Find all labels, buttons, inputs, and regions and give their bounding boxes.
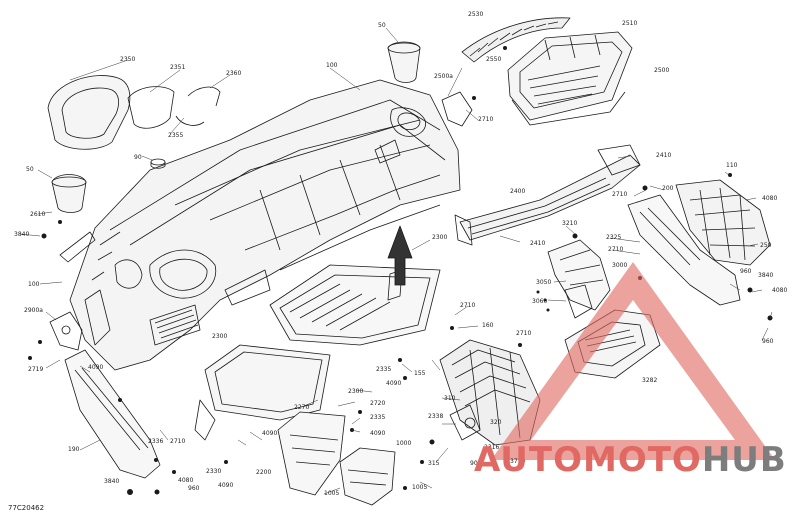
bracket-2500a <box>441 91 473 127</box>
callout-200: 200 <box>662 185 674 192</box>
watermark-auto: AUTO <box>474 440 583 480</box>
callout-100-top: 100 <box>326 62 338 69</box>
callout-4080-lower-right: 4080 <box>772 287 788 294</box>
left-side-panel <box>64 349 161 479</box>
front-cover <box>277 411 346 496</box>
callout-110: 110 <box>726 162 738 169</box>
callout-310: 310 <box>444 395 456 402</box>
storage-bin <box>339 447 396 506</box>
callout-2710-mid: 2710 <box>608 246 624 253</box>
callout-2300-top: 2300 <box>432 234 448 241</box>
callout-3210: 3210 <box>562 220 578 227</box>
callout-2335-mid: 2335 <box>376 366 392 373</box>
callout-2400: 2400 <box>510 188 526 195</box>
callout-3840-left: 3840 <box>14 231 30 238</box>
callout-1000: 1000 <box>396 440 412 447</box>
callout-2720: 2720 <box>370 400 386 407</box>
callout-2710-top: 2710 <box>478 116 494 123</box>
callout-2710-right: 2710 <box>612 191 628 198</box>
leader-lines <box>19 27 773 495</box>
callout-2336: 2336 <box>148 438 164 445</box>
callout-960-bottom: 960 <box>188 485 200 492</box>
callout-2338: 2338 <box>428 413 444 420</box>
callout-2360: 2360 <box>226 70 242 77</box>
lower-tray <box>269 225 441 346</box>
callout-90: 90 <box>134 154 142 161</box>
callout-2410-mid: 2410 <box>530 240 546 247</box>
callout-315: 315 <box>428 460 440 467</box>
callout-2300-left: 2300 <box>212 333 228 340</box>
callout-190: 190 <box>68 446 80 453</box>
callout-2610: 2610 <box>30 211 46 218</box>
callout-3710: 3710 <box>510 458 526 465</box>
callout-2351: 2351 <box>170 64 186 71</box>
callout-2200: 2200 <box>256 469 272 476</box>
lower-center-tray <box>194 344 331 441</box>
callout-2500a: 2500a <box>434 73 453 80</box>
gauge-bezel <box>47 75 221 150</box>
fasteners <box>28 46 773 495</box>
callout-3840-right: 3840 <box>758 272 774 279</box>
callout-50-left: 50 <box>26 166 34 173</box>
callout-100-left: 100 <box>28 281 40 288</box>
callout-3000: 3000 <box>612 262 628 269</box>
cap <box>150 158 166 169</box>
callout-2330: 2330 <box>206 468 222 475</box>
document-id: 77C20462 <box>8 504 45 512</box>
callout-155: 155 <box>414 370 426 377</box>
callout-1005-right: 1005 <box>412 484 428 491</box>
callout-2530: 2530 <box>468 11 484 18</box>
callout-960-right: 960 <box>740 268 752 275</box>
callout-4090-cover: 4090 <box>262 430 278 437</box>
callout-2550: 2550 <box>486 56 502 63</box>
watermark-hub: HUB <box>701 440 787 480</box>
callout-2710-left: 2710 <box>170 438 186 445</box>
upper-console <box>461 17 633 126</box>
callout-2710-center: 2710 <box>460 302 476 309</box>
callout-50-top: 50 <box>378 22 386 29</box>
callout-2270: 2270 <box>294 404 310 411</box>
cup-holders <box>51 41 421 213</box>
callout-160: 160 <box>482 322 494 329</box>
callout-4080-bottom: 4080 <box>178 477 194 484</box>
right-side-panel <box>627 179 771 306</box>
callout-1005-left: 1005 <box>324 490 340 497</box>
bracket-3000 <box>547 239 611 319</box>
callout-4090-mid: 4090 <box>386 380 402 387</box>
watermark-triangle <box>491 262 775 460</box>
callout-4090-lower: 4090 <box>370 430 386 437</box>
callout-3050: 3050 <box>536 279 552 286</box>
watermark-moto: MOTO <box>582 440 702 480</box>
callout-2325: 2325 <box>606 234 622 241</box>
callout-3282: 3282 <box>642 377 658 384</box>
callout-3840-bottom: 3840 <box>104 478 120 485</box>
callout-2500: 2500 <box>654 67 670 74</box>
callout-4090-left: 4090 <box>88 364 104 371</box>
callout-4090-bottom: 4090 <box>218 482 234 489</box>
callout-2900a: 2900a <box>24 307 43 314</box>
callout-2350: 2350 <box>120 56 136 63</box>
callout-320: 320 <box>490 419 502 426</box>
callout-960-lower-right: 960 <box>762 338 774 345</box>
callout-900: 900 <box>470 460 482 467</box>
callout-250: 250 <box>760 242 772 249</box>
callout-2510: 2510 <box>622 20 638 27</box>
callout-4080-right: 4080 <box>762 195 778 202</box>
dashboard-body <box>59 79 461 371</box>
watermark-text: AUTOMOTOHUB <box>474 440 787 480</box>
callout-2355: 2355 <box>168 132 184 139</box>
cross-beam <box>454 144 641 246</box>
callout-3060: 3060 <box>532 298 548 305</box>
callout-2316: 2316 <box>484 444 500 451</box>
callout-2335-lower: 2335 <box>370 414 386 421</box>
callout-2410-top: 2410 <box>656 152 672 159</box>
left-bracket <box>49 311 83 351</box>
callout-2300-center: 2300 <box>348 388 364 395</box>
callout-2710-console: 2710 <box>516 330 532 337</box>
callout-2719: 2719 <box>28 366 44 373</box>
